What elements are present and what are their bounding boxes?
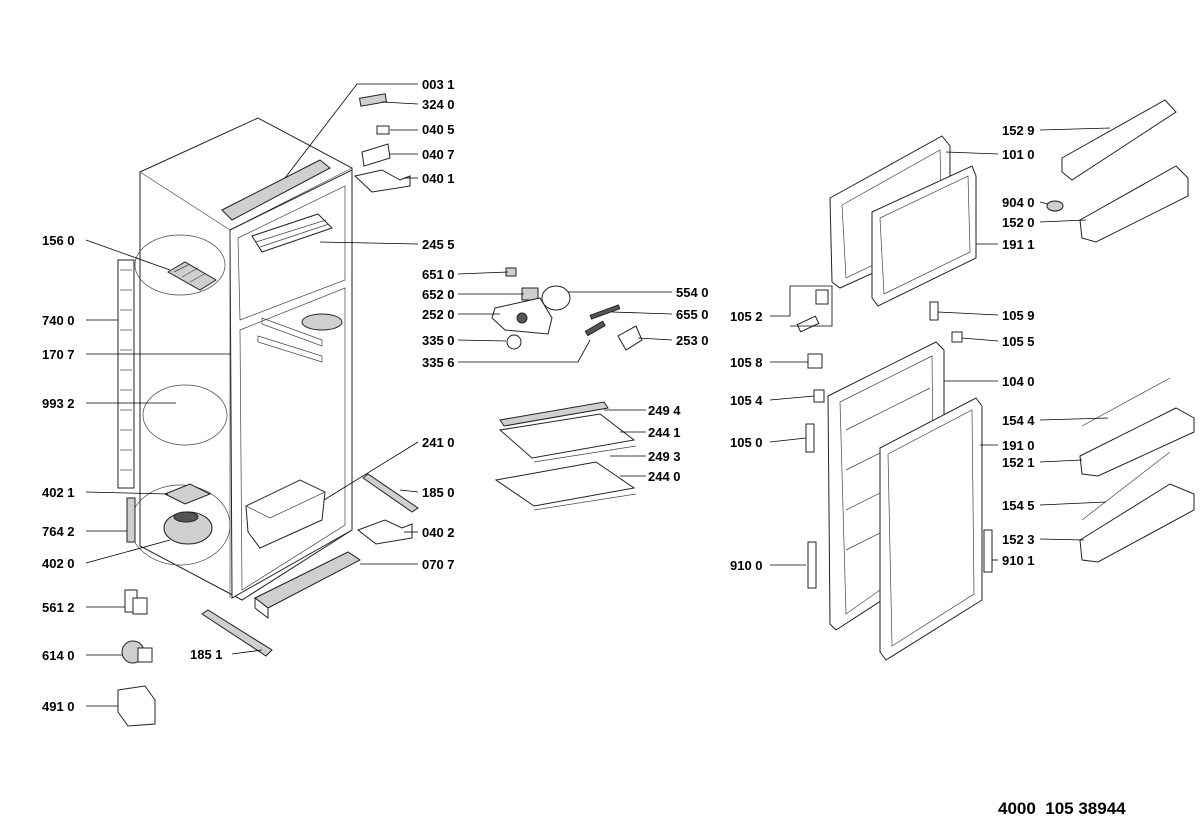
label-335-0: 335 0 (422, 333, 455, 348)
label-910-1: 910 1 (1002, 553, 1035, 568)
label-191-1: 191 1 (1002, 237, 1035, 252)
label-491-0: 491 0 (42, 699, 75, 714)
door-bins (1046, 99, 1195, 563)
label-105-9: 105 9 (1002, 308, 1035, 323)
label-152-9: 152 9 (1002, 123, 1035, 138)
label-040-2: 040 2 (422, 525, 455, 540)
label-070-7: 070 7 (422, 557, 455, 572)
label-993-2: 993 2 (42, 396, 75, 411)
label-185-1: 185 1 (190, 647, 223, 662)
label-655-0: 655 0 (676, 307, 709, 322)
label-910-0: 910 0 (730, 558, 763, 573)
document-number: 4000 105 38944 (998, 799, 1126, 818)
label-241-0: 241 0 (422, 435, 455, 450)
label-402-0: 402 0 (42, 556, 75, 571)
label-740-0: 740 0 (42, 313, 75, 328)
label-244-0: 244 0 (648, 469, 681, 484)
label-554-0: 554 0 (676, 285, 709, 300)
label-249-4: 249 4 (648, 403, 681, 418)
refrigerator-cabinet (129, 117, 353, 601)
thermostat-lamp-group (491, 267, 643, 351)
glass-shelves (494, 401, 637, 511)
label-904-0: 904 0 (1002, 195, 1035, 210)
label-651-0: 651 0 (422, 267, 455, 282)
label-152-0: 152 0 (1002, 215, 1035, 230)
part-labels: 003 1 324 0 040 5 040 7 040 1 245 5 651 … (42, 77, 1035, 714)
label-154-5: 154 5 (1002, 498, 1035, 513)
label-170-7: 170 7 (42, 347, 75, 362)
label-185-0: 185 0 (422, 485, 455, 500)
label-104-0: 104 0 (1002, 374, 1035, 389)
label-105-0: 105 0 (730, 435, 763, 450)
label-101-0: 101 0 (1002, 147, 1035, 162)
label-764-2: 764 2 (42, 524, 75, 539)
starter-relay (124, 589, 148, 615)
door-small-parts (796, 289, 993, 589)
hinge-strip-upper (362, 473, 419, 513)
drier-filter (126, 497, 136, 543)
leader-lines (85, 83, 1111, 707)
label-614-0: 614 0 (42, 648, 75, 663)
label-154-4: 154 4 (1002, 413, 1035, 428)
relay-cover (117, 685, 156, 727)
label-105-2: 105 2 (730, 309, 763, 324)
label-040-1: 040 1 (422, 171, 455, 186)
hinge-strip-lower (201, 609, 273, 657)
label-156-0: 156 0 (42, 233, 75, 248)
label-152-1: 152 1 (1002, 455, 1035, 470)
label-105-5: 105 5 (1002, 334, 1035, 349)
ice-tray (166, 261, 217, 291)
compressor (163, 483, 213, 545)
label-105-8: 105 8 (730, 355, 763, 370)
thermal-protector (121, 640, 153, 664)
label-253-0: 253 0 (676, 333, 709, 348)
label-324-0: 324 0 (422, 97, 455, 112)
label-561-2: 561 2 (42, 600, 75, 615)
label-040-7: 040 7 (422, 147, 455, 162)
fridge-door-gasket (879, 397, 983, 661)
hinge-upper-parts (353, 93, 411, 193)
label-152-3: 152 3 (1002, 532, 1035, 547)
label-652-0: 652 0 (422, 287, 455, 302)
label-040-5: 040 5 (422, 122, 455, 137)
label-402-1: 402 1 (42, 485, 75, 500)
freezer-door-gasket (871, 165, 977, 307)
label-252-0: 252 0 (422, 307, 455, 322)
hinge-lower-bracket (356, 519, 413, 545)
label-244-1: 244 1 (648, 425, 681, 440)
base-plinth (254, 551, 361, 620)
condenser-coil (117, 259, 135, 489)
label-249-3: 249 3 (648, 449, 681, 464)
label-105-4: 105 4 (730, 393, 763, 408)
label-245-5: 245 5 (422, 237, 455, 252)
label-003-1: 003 1 (422, 77, 455, 92)
label-335-6: 335 6 (422, 355, 455, 370)
label-191-0: 191 0 (1002, 438, 1035, 453)
